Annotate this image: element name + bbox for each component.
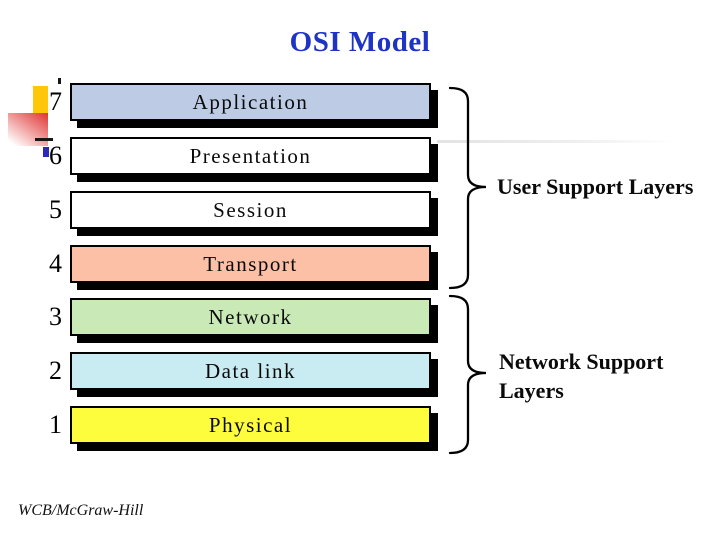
layer-number: 2 xyxy=(49,356,62,385)
accent-black-dash xyxy=(35,138,53,141)
layer-number: 5 xyxy=(49,195,62,224)
layer-row-network: 3 Network xyxy=(34,298,431,336)
layer-row-physical: 1 Physical xyxy=(34,406,431,444)
group-label-network-support: Network Support Layers xyxy=(499,349,664,403)
layer-row-data-link: 2 Data link xyxy=(34,352,431,390)
layer-label: Transport xyxy=(203,251,298,276)
layer-row-application: 7 Application xyxy=(34,83,431,121)
layer-box-network: Network xyxy=(70,298,431,336)
footer-credit: WCB/McGraw-Hill xyxy=(18,502,144,519)
layer-number: 4 xyxy=(49,249,62,278)
layer-label: Presentation xyxy=(189,143,312,168)
accent-tick-mark xyxy=(58,78,61,84)
layer-label: Application xyxy=(192,89,309,114)
layer-number: 1 xyxy=(49,410,62,439)
layer-box-data-link: Data link xyxy=(70,352,431,390)
layer-number: 7 xyxy=(49,87,62,116)
layer-row-transport: 4 Transport xyxy=(34,245,431,283)
layer-box-session: Session xyxy=(70,191,431,229)
layer-box-transport: Transport xyxy=(70,245,431,283)
layer-row-session: 5 Session xyxy=(34,191,431,229)
brace-user-support-layers xyxy=(448,86,487,290)
group-label-user-support: User Support Layers xyxy=(497,174,694,199)
accent-blue-square xyxy=(43,147,49,157)
layer-label: Session xyxy=(213,197,288,222)
layer-box-application: Application xyxy=(70,83,431,121)
layer-number: 3 xyxy=(49,302,62,331)
brace-network-support-layers xyxy=(448,294,487,455)
layer-label: Data link xyxy=(204,358,297,383)
layer-box-physical: Physical xyxy=(70,406,431,444)
layer-label: Physical xyxy=(208,412,293,437)
layer-box-presentation: Presentation xyxy=(70,137,431,175)
slide-title: OSI Model xyxy=(289,26,431,58)
accent-yellow-bar xyxy=(33,86,48,114)
layer-label: Network xyxy=(208,304,293,329)
layer-number: 6 xyxy=(49,141,62,170)
layer-row-presentation: 6 Presentation xyxy=(34,137,431,175)
template-divider-line xyxy=(437,140,677,143)
